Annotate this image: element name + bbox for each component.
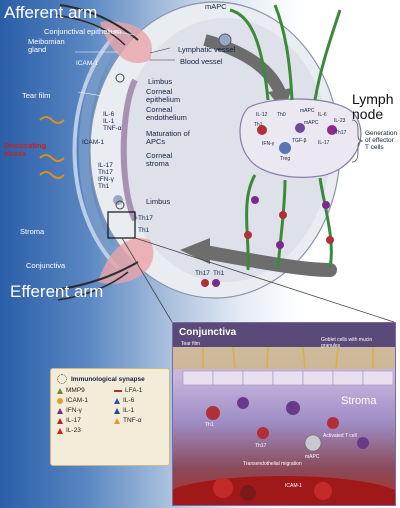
- icam1-cornea-label: ICAM-1: [82, 139, 105, 146]
- legend-item: MMP9: [57, 387, 110, 394]
- conjunctival-epithelium-label: Conjunctival epithelium: [44, 27, 122, 36]
- legend-item-label: MMP9: [66, 387, 85, 394]
- il1-label: IL-1: [103, 118, 115, 125]
- desiccating-stress-label: Desiccating stress: [4, 141, 47, 158]
- legend-item-label: ICAM-1: [66, 397, 89, 404]
- ln-mapc-label: mAPC: [300, 108, 315, 114]
- inset-mapc-label: mAPC: [305, 454, 320, 460]
- cornea: [78, 26, 129, 274]
- lymph-node: [239, 98, 362, 178]
- ln-il12-label: IL-12: [256, 112, 268, 118]
- inset-artwork: [173, 323, 395, 505]
- triangle-icon: [114, 397, 120, 404]
- lymphatic-vessel-label: Lymphatic vessel: [178, 45, 236, 54]
- th17-label: Th17: [98, 169, 113, 176]
- synapse-icon: [57, 374, 67, 384]
- legend-item: ICAM-1: [57, 397, 110, 404]
- ln-tgfb-label: TGF-β: [292, 138, 307, 144]
- conjunctiva-inset: Conjunctiva Tear film Goblet cells with …: [172, 322, 396, 506]
- inset-goblet-label: Goblet cells with mucin granules: [321, 337, 373, 349]
- inset-tear-film-label: Tear film: [181, 341, 200, 347]
- inset-transendothelial-label: Transendothelial migration: [243, 461, 302, 467]
- conjunctiva-zoom-box: [107, 211, 136, 239]
- legend-item: TNF-α: [114, 417, 167, 424]
- corneal-endothelium-label: Corneal endothelium: [146, 105, 187, 122]
- legend-item-label: TNF-α: [123, 417, 142, 424]
- legend-item: IFN-γ: [57, 407, 110, 414]
- ln-il17-label: IL-17: [318, 140, 330, 146]
- ln-il23-label: IL-23: [334, 118, 346, 124]
- inset-th17-label: Th17: [255, 443, 267, 449]
- tnfa-label: TNF-α: [103, 125, 122, 132]
- ln-mapc2-label: mAPC: [304, 120, 319, 126]
- legend-title-row: Immunological synapse: [57, 374, 145, 384]
- meibomian-gland-label: Meibomian gland: [28, 37, 65, 54]
- triangle-icon: [57, 427, 63, 434]
- inset-th1-label: Th1: [205, 422, 214, 428]
- limbus-bottom-label: Limbus: [146, 197, 171, 206]
- triangle-icon: [57, 407, 63, 414]
- triangle-icon: [57, 417, 63, 424]
- inset-title: Conjunctiva: [179, 327, 237, 338]
- corneal-stroma-label: Corneal stroma: [146, 151, 173, 168]
- circle-icon: [57, 397, 63, 404]
- efferent-arrow: [180, 238, 210, 264]
- blood-vessel-label: Blood vessel: [180, 57, 223, 66]
- ifng-label: IFN-γ: [98, 176, 114, 183]
- inset-activated-label: Activated T cell: [323, 433, 357, 439]
- legend-item-label: IL-23: [66, 427, 81, 434]
- legend-item-label: IL-6: [123, 397, 135, 404]
- th1-efferent-label: Th1: [213, 270, 225, 277]
- mapc-label: mAPC: [205, 2, 227, 11]
- il6-label: IL-6: [103, 111, 115, 118]
- legend-item-label: IL-17: [66, 417, 81, 424]
- legend-item: IL-6: [114, 397, 167, 404]
- legend-item: IL-23: [57, 427, 110, 434]
- afferent-arm-heading: Afferent arm: [4, 3, 98, 22]
- th17-efferent-label: Th17: [195, 270, 210, 277]
- maturation-apcs-label: Maturation of APCs: [146, 129, 190, 146]
- generation-effector-label: Generation of effector T cells: [365, 130, 398, 151]
- legend-title: Immunological synapse: [71, 375, 145, 383]
- ln-th0-label: Th0: [277, 112, 286, 118]
- tear-film-label: Tear film: [22, 91, 51, 100]
- il17-label: IL-17: [98, 162, 113, 169]
- legend-item: LFA-1: [114, 387, 167, 394]
- legend-item: IL-17: [57, 417, 110, 424]
- th17-stroma-label: Th17: [138, 215, 153, 222]
- lower-conjunctiva: [98, 238, 154, 284]
- inset-icam-label: ICAM-1: [285, 483, 302, 489]
- limbus-top-label: Limbus: [148, 77, 173, 86]
- iris: [120, 78, 138, 222]
- legend-item-label: IFN-γ: [66, 407, 82, 414]
- legend-item: IL-1: [114, 407, 167, 414]
- legend-item-label: LFA-1: [125, 387, 143, 394]
- ln-ifng-label: IFN-γ: [262, 141, 275, 147]
- lymph-node-heading: Lymph node: [352, 91, 394, 122]
- stroma-label: Stroma: [20, 227, 45, 236]
- triangle-icon: [114, 407, 120, 414]
- th1-label: Th1: [98, 183, 110, 190]
- ln-th17-label: Th17: [335, 130, 347, 136]
- ln-th1-label: Th1: [254, 122, 263, 128]
- ln-il6-label: IL-6: [318, 112, 327, 118]
- legend-item-label: IL-1: [123, 407, 135, 414]
- efferent-arm-heading: Efferent arm: [10, 282, 104, 301]
- ln-treg-label: Treg: [280, 156, 291, 162]
- triangle-icon: [57, 387, 63, 394]
- corneal-epithelium-label: Corneal epithelium: [146, 87, 181, 104]
- line-icon: [114, 389, 122, 392]
- th1-stroma-label: Th1: [138, 227, 150, 234]
- triangle-icon: [114, 417, 120, 424]
- icam1-label: ICAM-1: [76, 60, 99, 67]
- inset-stroma-label: Stroma: [341, 395, 377, 407]
- conjunctiva-label: Conjunctiva: [26, 261, 66, 270]
